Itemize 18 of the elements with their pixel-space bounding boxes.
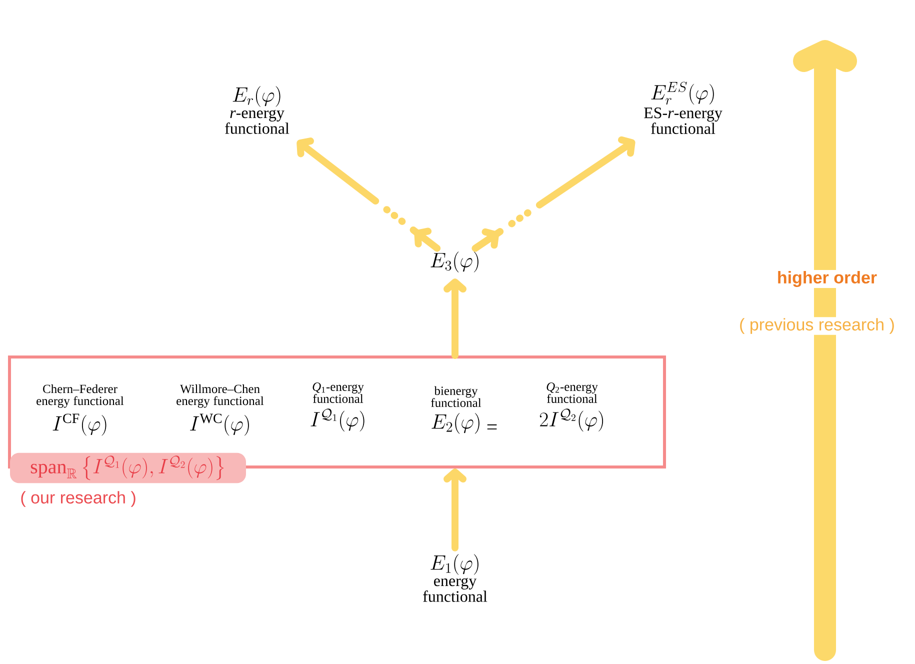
formula-label: Q$_{1}$-energy functional $I^{\mathcal{Q}_1}(\varphi)$ bbox=[310, 382, 364, 432]
arrow bbox=[296, 138, 441, 252]
formula-label: Chern–Federer energy functional $I^{\mathrm{CF}}(\varphi)$ bbox=[36, 384, 124, 436]
arrow bbox=[472, 136, 636, 252]
arrow bbox=[444, 468, 466, 552]
formula-label: bienergy functional $E_2(\varphi)$ bbox=[431, 386, 482, 434]
formula-label: $E_r(\varphi)$ r-energy functional bbox=[225, 86, 290, 134]
axis-label: higher order bbox=[776, 270, 878, 288]
arrow bbox=[444, 278, 466, 359]
formula-label: $E_3(\varphi)$ bbox=[430, 252, 478, 272]
formula-label: Willmore–Chen energy functional $I^{\mathrm{WC}}(\varphi)$ bbox=[176, 384, 264, 436]
equals-sign: = bbox=[487, 424, 497, 430]
formula-label: $E_r^{ES}(\varphi)$ ES-r-energy functional bbox=[644, 82, 722, 134]
note-text: ( previous research ) bbox=[738, 317, 896, 335]
highlight-pill: $\mathrm{span}_{\mathbb{R}}\left\{I^{\mathcal{Q}_1}(\varphi),I^{\mathcal{Q}_2}(\varphi)\right\}$ bbox=[10, 452, 246, 484]
formula-label: $E_1(\varphi)$ energy functional bbox=[423, 554, 488, 602]
caption-text: ( our research ) bbox=[21, 491, 136, 507]
formula-label: Q$_{2}$-energy functional $2I^{\mathcal{Q}_2}(\varphi)$ bbox=[540, 382, 604, 432]
